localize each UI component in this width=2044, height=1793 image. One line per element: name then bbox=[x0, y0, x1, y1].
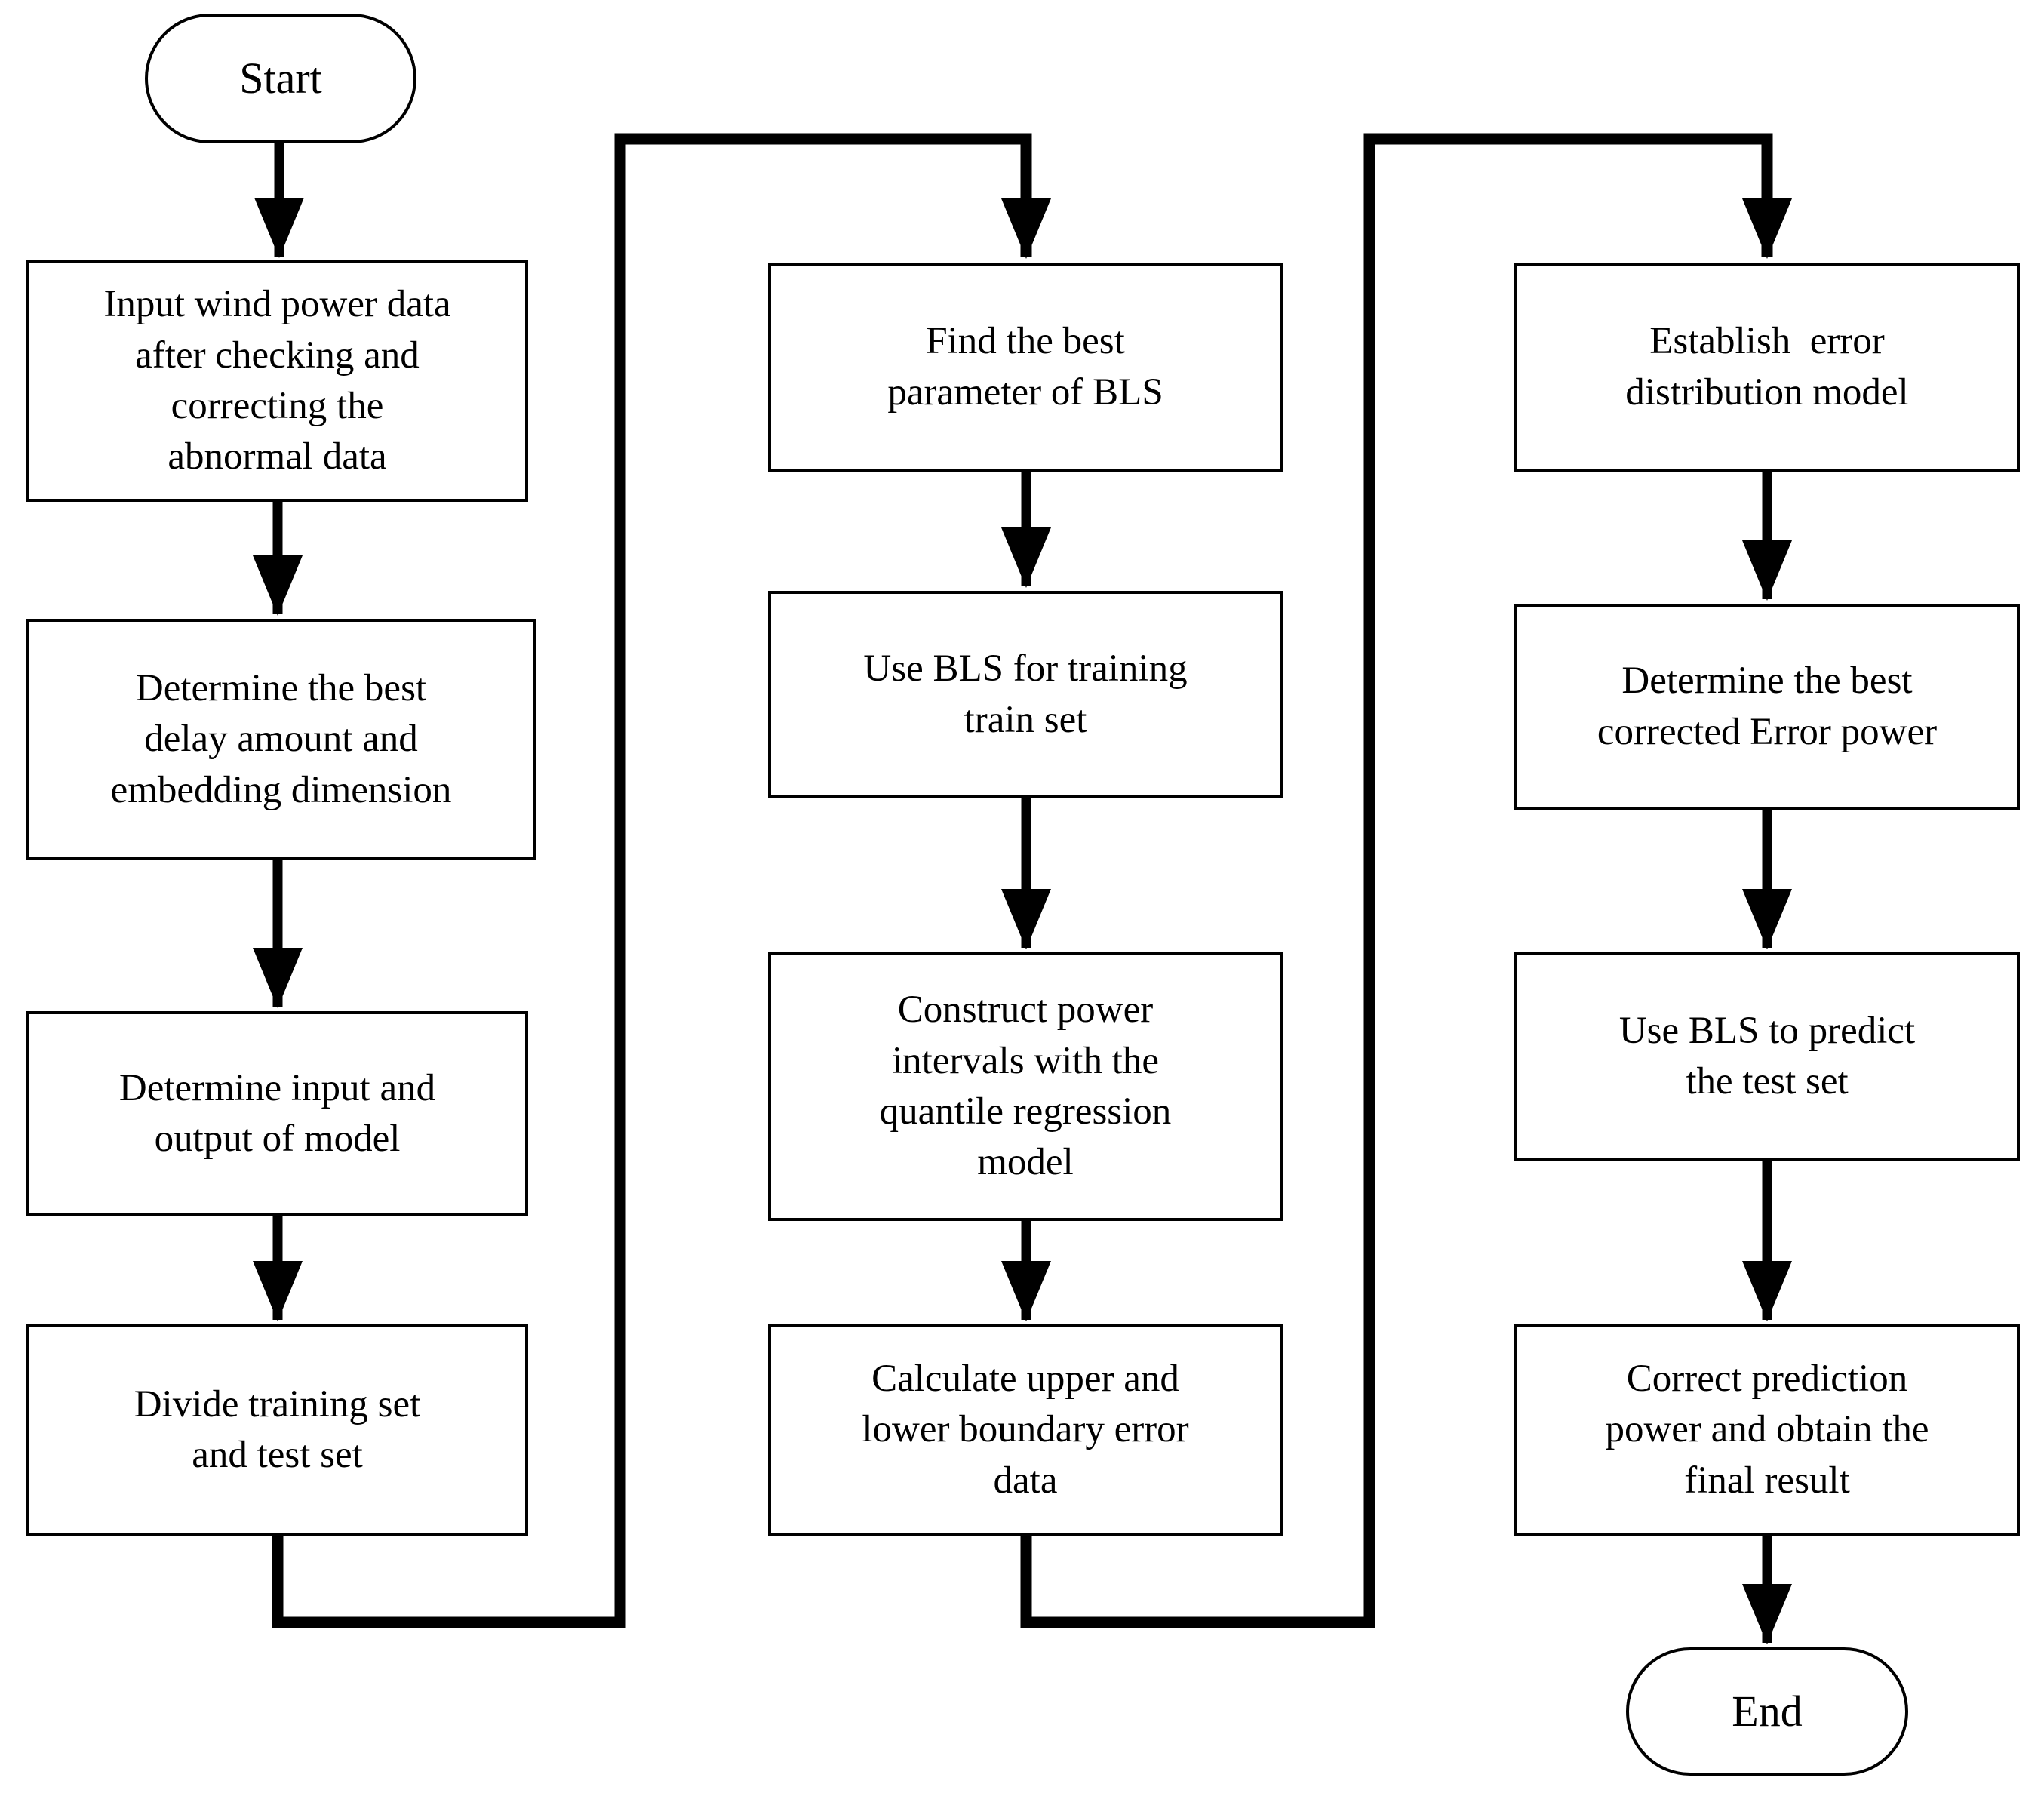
step-determine-corrected-error-power: Determine the best corrected Error power bbox=[1514, 604, 2020, 810]
start-terminator: Start bbox=[145, 14, 416, 143]
step-input-wind-power-data: Input wind power data after checking and… bbox=[26, 260, 528, 502]
step-find-best-bls-parameter: Find the best parameter of BLS bbox=[768, 263, 1283, 472]
step-use-bls-training: Use BLS for training train set bbox=[768, 591, 1283, 798]
step-determine-input-output: Determine input and output of model bbox=[26, 1011, 528, 1216]
step-calculate-boundary-error: Calculate upper and lower boundary error… bbox=[768, 1324, 1283, 1536]
step-use-bls-predict-test: Use BLS to predict the test set bbox=[1514, 952, 2020, 1161]
step-determine-delay-embedding: Determine the best delay amount and embe… bbox=[26, 619, 536, 860]
end-terminator: End bbox=[1626, 1647, 1908, 1776]
step-divide-training-test: Divide training set and test set bbox=[26, 1324, 528, 1536]
step-correct-prediction-power: Correct prediction power and obtain the … bbox=[1514, 1324, 2020, 1536]
step-construct-power-intervals: Construct power intervals with the quant… bbox=[768, 952, 1283, 1221]
edge-boundary-to-establish-connector bbox=[1020, 133, 1792, 1628]
edge-divide-to-find-bls-connector bbox=[272, 133, 1051, 1628]
step-establish-error-distribution: Establish error distribution model bbox=[1514, 263, 2020, 472]
